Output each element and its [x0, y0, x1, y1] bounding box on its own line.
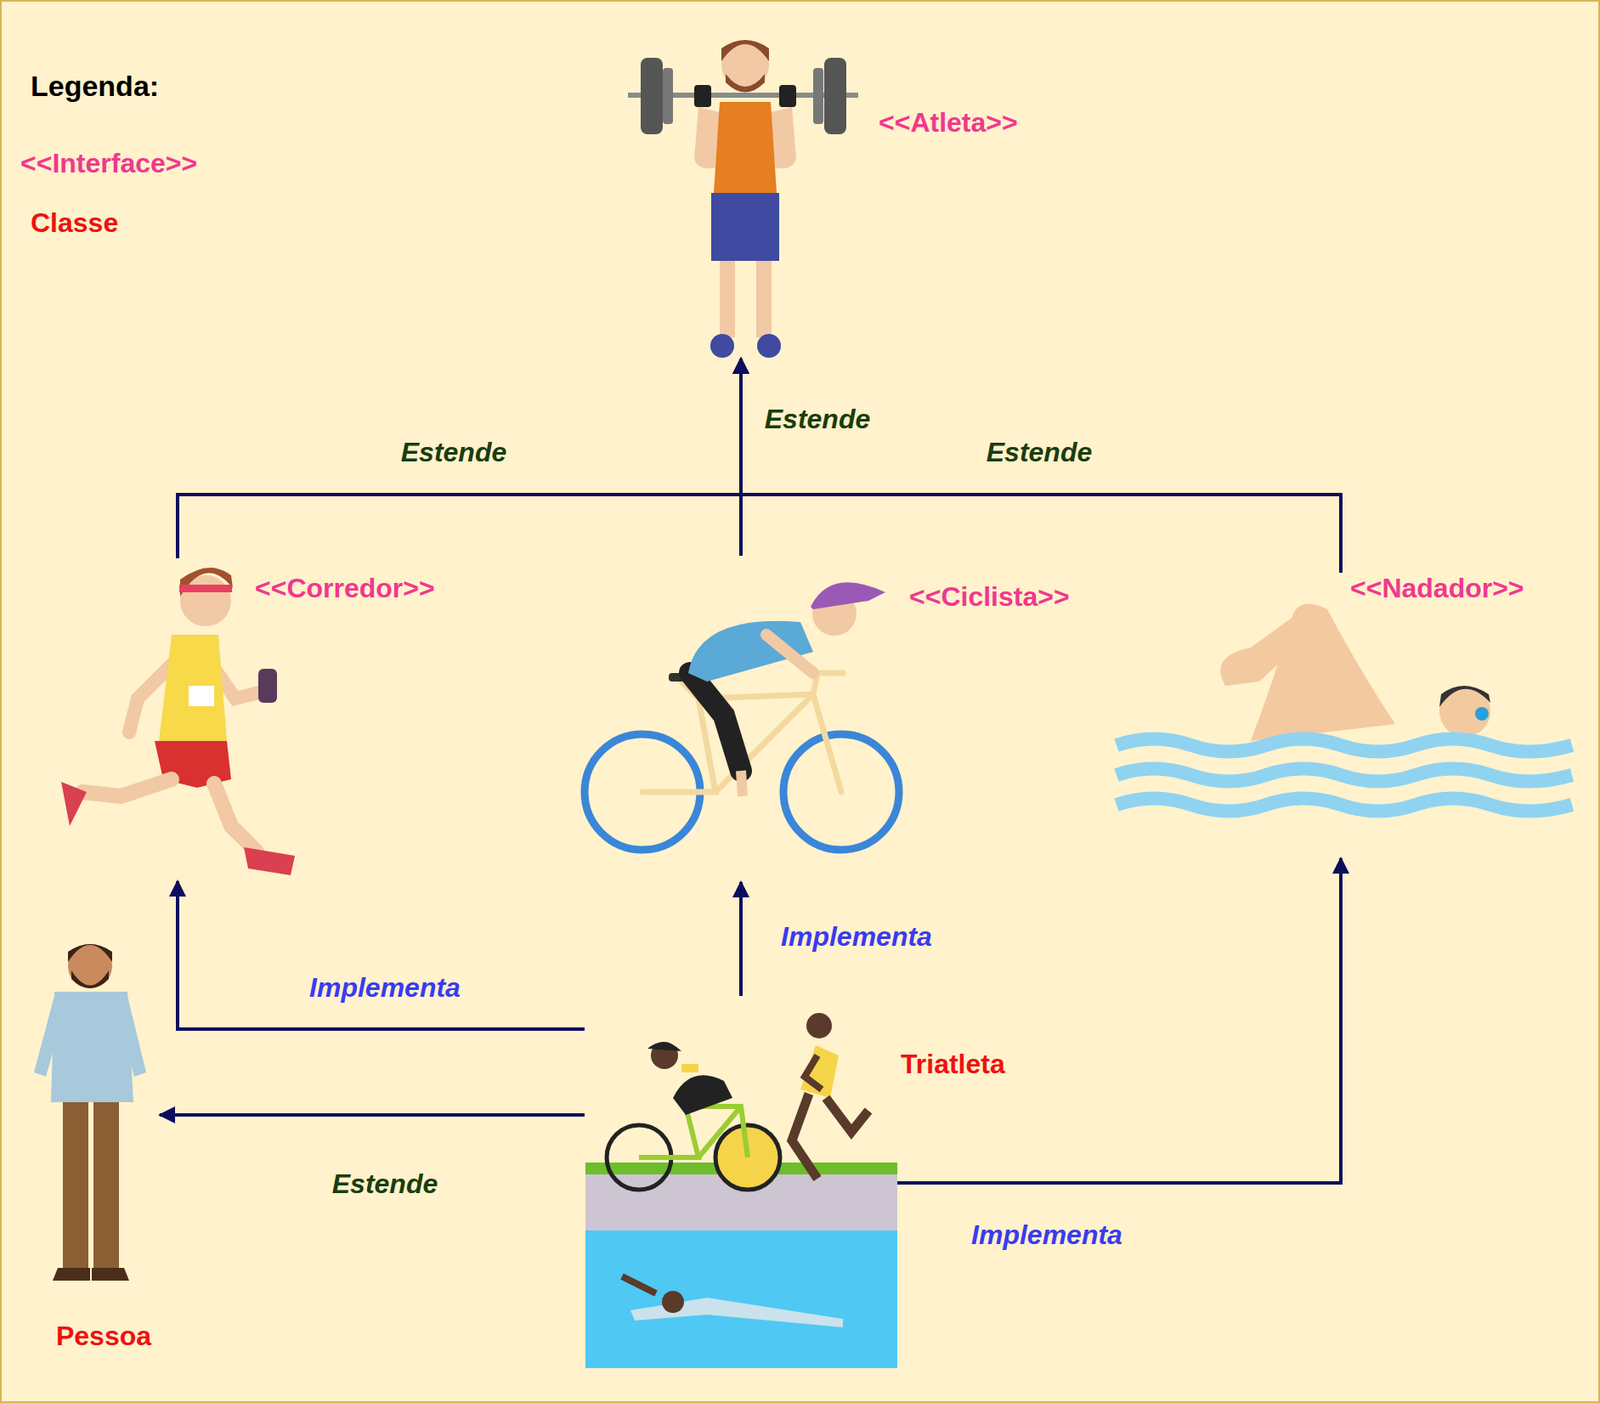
edge-label: Implementa: [967, 1219, 1126, 1251]
edge-label: Estende: [397, 436, 510, 469]
triathlete-figure: [585, 1012, 898, 1369]
person-figure: [33, 944, 147, 1281]
connector-arrow: [740, 358, 1341, 573]
edge-label: Implementa: [777, 921, 936, 953]
interface-node: <<Corredor>>: [52, 558, 298, 882]
class-node: Triatleta: [584, 995, 898, 1369]
node-title: Triatleta: [900, 1048, 1006, 1080]
connector-arrow: [159, 1113, 585, 1117]
connector-arrow: [177, 358, 741, 559]
node-title: <<Nadador>>: [1350, 572, 1525, 605]
legend-text: Classe: [30, 207, 119, 238]
swimmer-figure: [1116, 604, 1572, 812]
interface-node: <<Atleta>>: [626, 37, 860, 359]
edge-label: Implementa: [305, 972, 464, 1004]
legend-sample: <<Interface>>: [20, 147, 198, 180]
interface-node: <<Nadador>>: [1113, 572, 1574, 859]
edge-label: Estende: [983, 436, 1096, 469]
node-title: <<Ciclista>>: [909, 581, 1070, 613]
connector-arrow: [897, 858, 1341, 1183]
runner-figure: [61, 567, 295, 876]
legend-heading: Legenda:: [30, 69, 159, 103]
edge-label: Estende: [761, 403, 874, 436]
cyclist-figure: [584, 582, 899, 850]
connector-arrow: [177, 881, 585, 1029]
legend-text: <<Interface>>: [20, 147, 198, 179]
node-title: Pessoa: [56, 1320, 152, 1352]
class-node: Pessoa: [27, 926, 160, 1292]
node-title: <<Corredor>>: [254, 572, 436, 605]
interface-node: <<Ciclista>>: [582, 555, 905, 882]
legend-sample: Classe: [30, 207, 119, 239]
connector-arrow: [739, 881, 743, 996]
weightlifter-figure: [627, 39, 859, 358]
node-title: <<Atleta>>: [878, 107, 1018, 139]
edge-label: Estende: [328, 1168, 441, 1200]
